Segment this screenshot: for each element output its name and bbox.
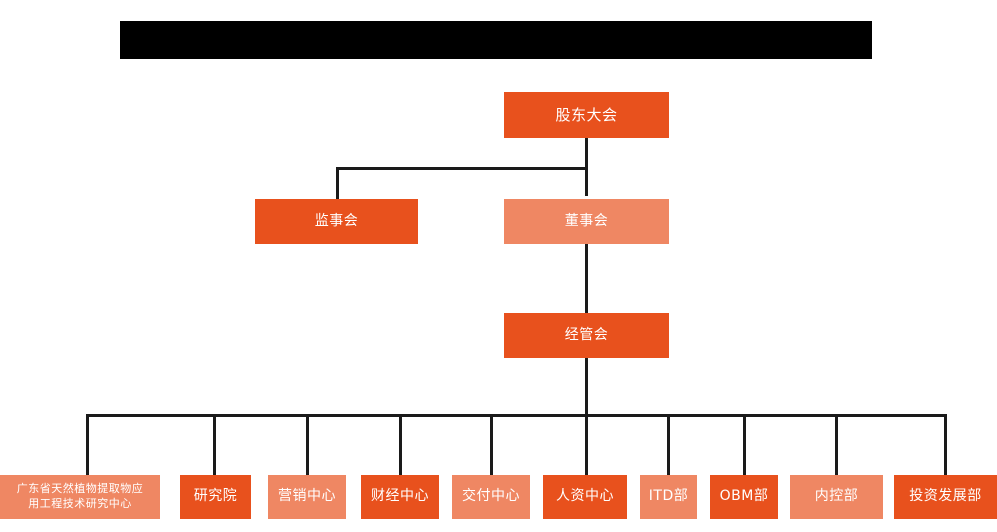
dept-node-internal-control-label: 内控部 bbox=[814, 488, 859, 505]
dept-node-marketing-center[interactable]: 营销中心 bbox=[268, 475, 346, 519]
connector-department-bus bbox=[86, 414, 946, 417]
dept-node-itd-label: ITD部 bbox=[648, 488, 689, 505]
dept-node-delivery-center[interactable]: 交付中心 bbox=[452, 475, 530, 519]
dept-node-research-center[interactable]: 广东省天然植物提取物应 用工程技术研究中心 bbox=[0, 475, 160, 519]
dept-node-research-institute-label: 研究院 bbox=[193, 488, 238, 505]
connector-drop-10 bbox=[944, 414, 947, 475]
dept-node-internal-control[interactable]: 内控部 bbox=[790, 475, 883, 519]
dept-node-finance-center-label: 财经中心 bbox=[371, 488, 429, 505]
dept-node-hr-center-label: 人资中心 bbox=[556, 488, 614, 505]
dept-node-obm-label: OBM部 bbox=[719, 488, 769, 505]
node-shareholders-meeting-label: 股东大会 bbox=[555, 105, 618, 124]
connector-row2-bus bbox=[336, 167, 587, 170]
connector-drop-2 bbox=[213, 414, 216, 475]
connector-drop-6 bbox=[585, 414, 588, 475]
node-board-of-supervisors[interactable]: 监事会 bbox=[255, 199, 418, 244]
dept-node-research-institute[interactable]: 研究院 bbox=[180, 475, 251, 519]
dept-node-investment-development[interactable]: 投资发展部 bbox=[894, 475, 997, 519]
redacted-title-bar bbox=[120, 21, 872, 59]
dept-node-hr-center[interactable]: 人资中心 bbox=[543, 475, 627, 519]
dept-node-finance-center[interactable]: 财经中心 bbox=[361, 475, 439, 519]
connector-management-to-dept-bus bbox=[585, 358, 588, 416]
node-management-committee-label: 经管会 bbox=[564, 326, 609, 343]
node-board-of-directors-label: 董事会 bbox=[564, 212, 609, 229]
connector-drop-1 bbox=[86, 414, 89, 475]
node-board-of-supervisors-label: 监事会 bbox=[314, 212, 359, 229]
connector-drop-3 bbox=[306, 414, 309, 475]
dept-node-itd[interactable]: ITD部 bbox=[640, 475, 697, 519]
dept-node-investment-development-label: 投资发展部 bbox=[909, 488, 982, 505]
dept-node-delivery-center-label: 交付中心 bbox=[462, 488, 520, 505]
title-bar-label bbox=[120, 21, 872, 59]
node-board-of-directors[interactable]: 董事会 bbox=[504, 199, 669, 244]
connector-directors-to-management bbox=[585, 244, 588, 313]
connector-bus-to-supervisors bbox=[336, 167, 339, 199]
node-shareholders-meeting[interactable]: 股东大会 bbox=[504, 92, 669, 138]
dept-node-obm[interactable]: OBM部 bbox=[710, 475, 778, 519]
node-management-committee[interactable]: 经管会 bbox=[504, 313, 669, 358]
dept-node-research-center-label: 广东省天然植物提取物应 用工程技术研究中心 bbox=[16, 482, 144, 510]
connector-drop-8 bbox=[743, 414, 746, 475]
connector-drop-7 bbox=[667, 414, 670, 475]
connector-drop-5 bbox=[490, 414, 493, 475]
dept-node-marketing-center-label: 营销中心 bbox=[278, 488, 336, 505]
connector-drop-4 bbox=[399, 414, 402, 475]
connector-drop-9 bbox=[835, 414, 838, 475]
